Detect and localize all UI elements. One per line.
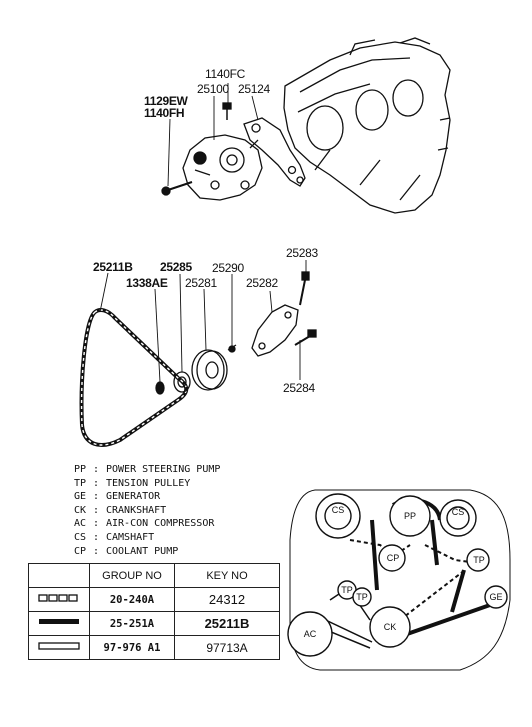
line-style-swatch — [28, 635, 90, 660]
header-line-style — [28, 563, 90, 588]
legend-row: GE: GENERATOR — [60, 490, 220, 504]
belt-leader-lines — [99, 260, 307, 383]
pulley-tp-right — [466, 548, 490, 572]
pulley-cp — [378, 544, 406, 572]
callout-1338ae: 1338AE — [126, 276, 168, 290]
callout-25124: 25124 — [238, 82, 270, 96]
header-group-no: GROUP NO — [89, 563, 175, 588]
group-no-cell: 25-251A — [89, 611, 175, 636]
pulley-label: GE — [489, 592, 502, 602]
engine-block-drawing — [283, 37, 451, 214]
legend-desc: COOLANT PUMP — [106, 545, 179, 557]
table-header-row: GROUP NO KEY NO — [28, 563, 280, 588]
routing-pulleys — [287, 493, 508, 657]
legend-separator: : — [92, 504, 100, 516]
tensioner-bracket-drawing — [251, 271, 317, 357]
legend-abbr: AC — [73, 518, 86, 530]
legend-abbr: CS — [73, 531, 86, 543]
legend-abbr: PP — [73, 464, 86, 475]
pulley-label: TP — [341, 585, 353, 595]
legend-abbr: GE — [73, 491, 86, 503]
callout-25284: 25284 — [283, 381, 315, 395]
pulley-ge — [484, 585, 508, 609]
legend-row: CK: CRANKSHAFT — [60, 504, 220, 518]
legend-separator: : — [92, 491, 100, 503]
legend-abbr: CP — [73, 545, 86, 557]
key-no-cell: 24312 — [174, 587, 280, 612]
legend-row: CS: CAMSHAFT — [60, 531, 220, 545]
pulley-ck — [369, 606, 411, 648]
line-style-swatch — [28, 611, 90, 636]
pulley-label: CS — [332, 505, 345, 515]
legend-desc: GENERATOR — [106, 491, 161, 503]
callout-25282: 25282 — [246, 276, 278, 290]
solid-thick-line-icon — [39, 619, 79, 624]
water-pump-drawing — [161, 102, 306, 201]
double-line-icon — [38, 642, 80, 650]
pulley-label: CK — [384, 622, 397, 632]
tension-pulley-drawing — [155, 344, 237, 395]
legend-desc: POWER STEERING PUMP — [106, 464, 221, 475]
callout-1140fc: 1140FC — [205, 67, 246, 81]
legend-row: PP: POWER STEERING PUMP — [60, 463, 220, 477]
pulley-label: CP — [387, 553, 400, 563]
dashed-line-icon — [38, 594, 78, 602]
callout-25283: 25283 — [286, 246, 318, 260]
legend-abbr: TP — [73, 477, 86, 489]
legend-row: TP: TENSION PULLEY — [60, 477, 220, 491]
belt-key-table: GROUP NO KEY NO 20-240A 24312 25-251A 25… — [28, 563, 280, 660]
routing-pulley-labels: CS PP CS CP TP GE TP TP CK AC — [304, 505, 503, 639]
legend-abbr: CK — [73, 504, 86, 516]
pulley-label: AC — [304, 629, 317, 639]
pulley-ac — [287, 611, 333, 657]
header-key-no: KEY NO — [174, 563, 280, 588]
pulley-pp — [389, 495, 431, 537]
legend-separator: : — [92, 464, 100, 475]
table-row: 97-976 A1 97713A — [28, 635, 280, 660]
callout-25285: 25285 — [160, 260, 192, 274]
abbreviation-legend: PP: POWER STEERING PUMP TP: TENSION PULLEY… — [60, 463, 220, 558]
legend-separator: : — [92, 545, 100, 557]
table-row: 20-240A 24312 — [28, 587, 280, 612]
v-belt-drawing — [79, 308, 189, 447]
group-no-cell: 97-976 A1 — [89, 635, 175, 660]
callout-25290: 25290 — [212, 261, 244, 275]
legend-desc: CAMSHAFT — [106, 531, 155, 543]
pulley-label: PP — [404, 511, 416, 521]
group-no-cell: 20-240A — [89, 587, 175, 612]
callout-1129ew: 1129EW — [144, 94, 188, 108]
callout-25211b: 25211B — [93, 260, 133, 274]
legend-separator: : — [92, 477, 100, 489]
top-leader-lines — [167, 83, 259, 187]
legend-desc: AIR-CON COMPRESSOR — [106, 518, 215, 530]
key-no-cell: 25211B — [174, 611, 280, 636]
callout-25281: 25281 — [185, 276, 217, 290]
table-row: 25-251A 25211B — [28, 611, 280, 636]
pulley-label: CS — [452, 507, 465, 517]
callout-25100: 25100 — [197, 82, 229, 96]
legend-desc: TENSION PULLEY — [106, 477, 191, 489]
pulley-tp-left-b — [352, 587, 372, 607]
pulley-label: TP — [473, 555, 485, 565]
legend-separator: : — [92, 518, 100, 530]
legend-row: CP: COOLANT PUMP — [60, 545, 220, 559]
legend-desc: CRANKSHAFT — [106, 504, 167, 516]
pulley-label: TP — [356, 592, 368, 602]
routing-frame — [289, 489, 511, 671]
callout-1140fh: 1140FH — [144, 106, 185, 120]
key-no-cell: 97713A — [174, 635, 280, 660]
legend-row: AC: AIR-CON COMPRESSOR — [60, 517, 220, 531]
line-style-swatch — [28, 587, 90, 612]
legend-separator: : — [92, 531, 100, 543]
